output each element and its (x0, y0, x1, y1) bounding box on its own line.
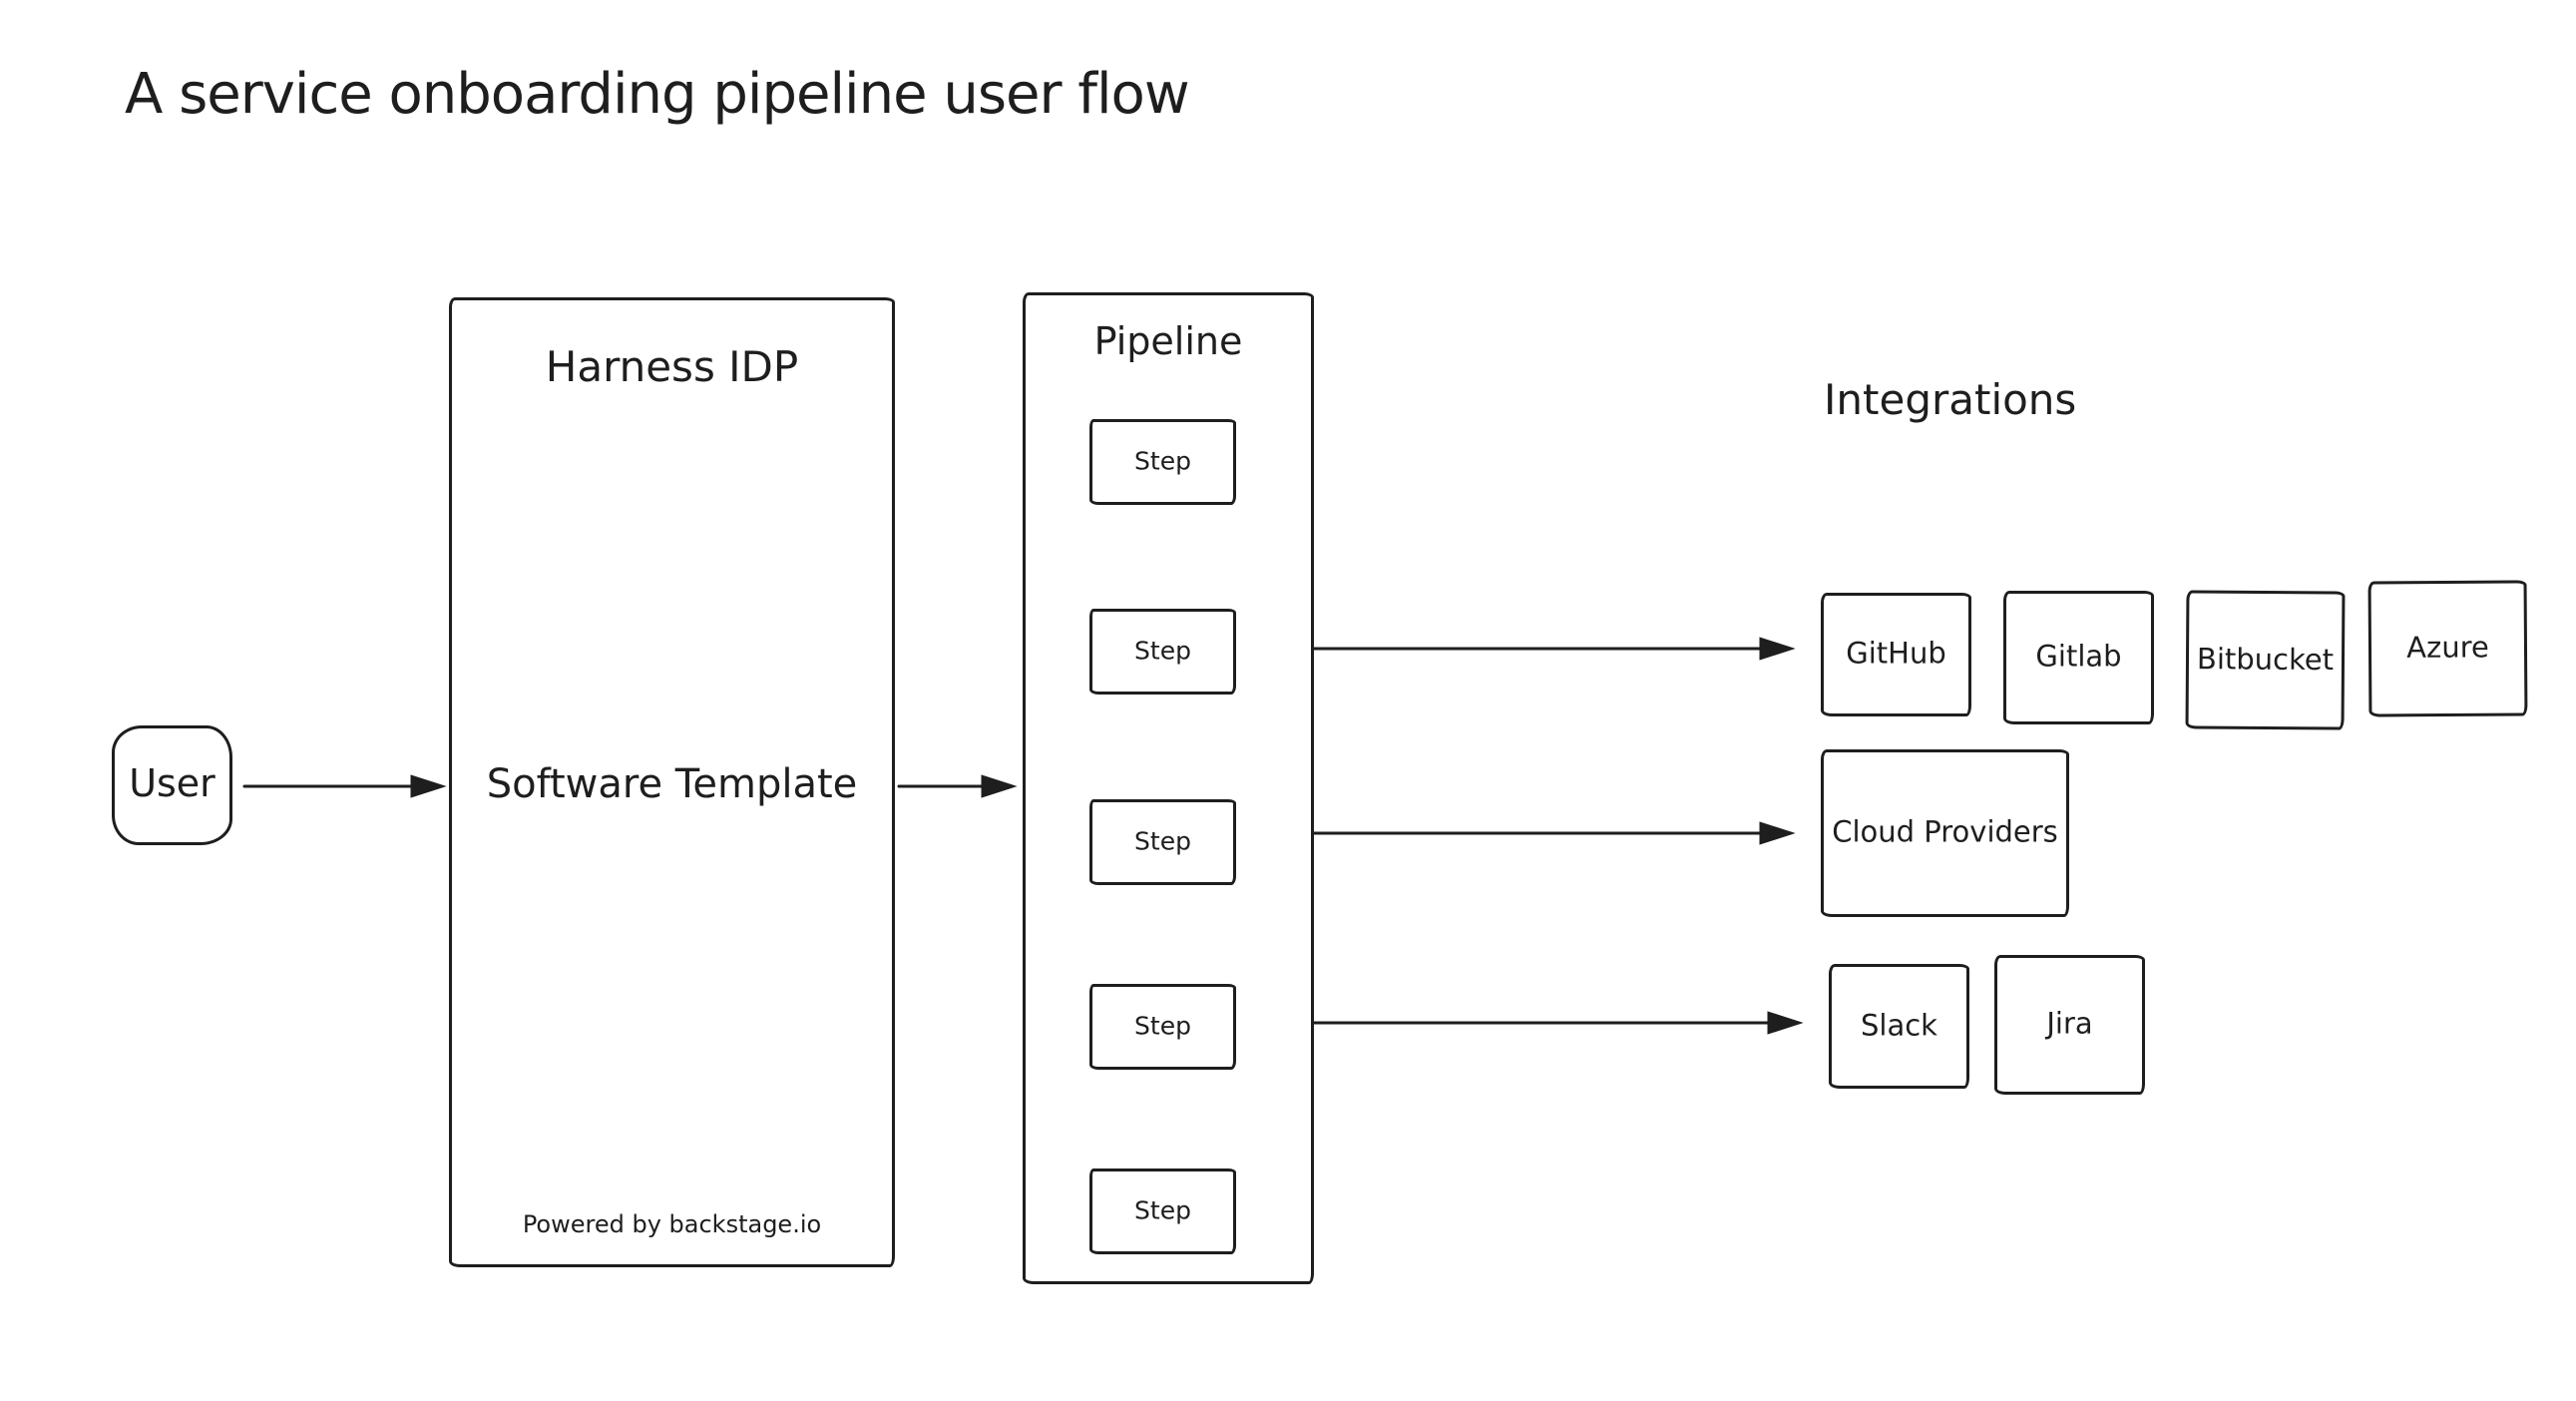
integration-label: Slack (1861, 1008, 1937, 1043)
integrations-title: Integrations (1824, 375, 2077, 424)
harness-idp-title: Harness IDP (545, 342, 799, 391)
harness-idp-container: Harness IDP Software Template Powered by… (449, 297, 895, 1267)
powered-by-label: Powered by backstage.io (522, 1210, 822, 1238)
integration-label: Gitlab (2035, 639, 2122, 674)
arrow-step4-to-collaboration (1253, 1011, 1804, 1035)
diagram-title: A service onboarding pipeline user flow (125, 62, 1190, 127)
pipeline-step-1: Step (1089, 419, 1236, 505)
integration-label: Bitbucket (2196, 641, 2335, 677)
pipeline-container: Pipeline Step Step Step Step Step (1023, 292, 1314, 1284)
integration-slack: Slack (1829, 964, 1969, 1089)
software-template-label: Software Template (486, 761, 858, 807)
pipeline-step-3: Step (1089, 799, 1236, 885)
arrow-step3-to-cloud-providers (1247, 821, 1796, 845)
integration-label: GitHub (1846, 636, 1946, 671)
integration-label: Cloud Providers (1832, 814, 2058, 849)
step-label: Step (1134, 1195, 1191, 1225)
integration-gitlab: Gitlab (2003, 591, 2154, 724)
integration-cloud-providers: Cloud Providers (1821, 749, 2069, 917)
step-label: Step (1134, 826, 1191, 856)
step-label: Step (1134, 636, 1191, 666)
user-node-label: User (129, 761, 215, 806)
integration-label: Jira (2046, 1006, 2093, 1041)
pipeline-step-4: Step (1089, 984, 1236, 1070)
pipeline-step-2: Step (1089, 609, 1236, 695)
integration-azure: Azure (2367, 580, 2528, 717)
integration-bitbucket: Bitbucket (2185, 590, 2346, 730)
step-label: Step (1134, 1011, 1191, 1041)
pipeline-title: Pipeline (1093, 319, 1243, 363)
integration-label: Azure (2406, 630, 2489, 665)
arrow-user-to-harness (242, 774, 447, 798)
arrow-harness-to-pipeline (897, 774, 1018, 798)
user-node: User (112, 725, 232, 845)
integration-github: GitHub (1821, 593, 1971, 716)
step-label: Step (1134, 446, 1191, 476)
arrow-step2-to-source-control (1240, 637, 1796, 661)
pipeline-step-5: Step (1089, 1168, 1236, 1254)
integration-jira: Jira (1994, 955, 2145, 1095)
